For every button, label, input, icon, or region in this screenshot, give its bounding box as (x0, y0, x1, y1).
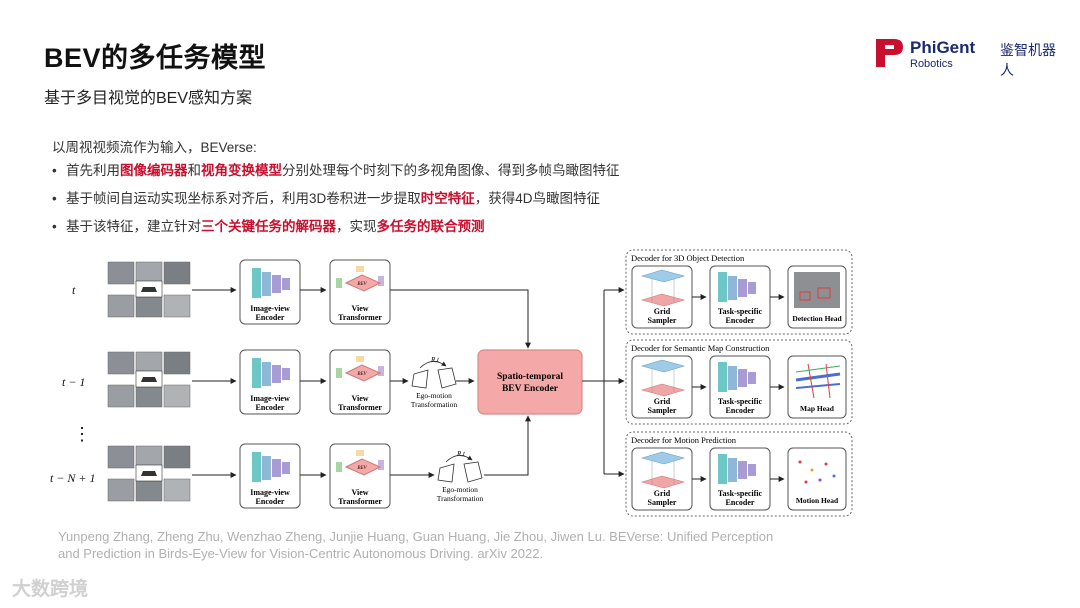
image-view-encoder-block: Image-view Encoder (239, 349, 301, 415)
bullet-highlight: 多任务的联合预测 (376, 219, 485, 234)
ego-motion-label: Transformation (437, 494, 484, 503)
citation-line: and Prediction in Birds-Eye-View for Vis… (58, 546, 544, 561)
phigent-logo: PhiGent 鉴智机器人 Robotics (872, 36, 1062, 78)
pipeline-row-t: t Image-view Encoder (72, 259, 531, 349)
view-transformer-block: BEV View Transformer (329, 259, 391, 325)
view-transformer-block: BEV View Transformer (329, 349, 391, 415)
encoder-label: Encoder (256, 497, 285, 506)
camera-images (107, 261, 191, 318)
transformer-label: Transformer (338, 313, 382, 322)
transformer-label: View (351, 304, 368, 313)
watermark: 大数跨境 (12, 579, 89, 600)
task-encoder-label: Encoder (726, 498, 755, 507)
detection-output-thumbnail (794, 272, 840, 308)
sampler-label: Grid (654, 397, 671, 406)
task-encoder-label: Task-specific (718, 307, 763, 316)
decoder-motion-prediction: Decoder for Motion Prediction Grid Sampl… (625, 431, 853, 517)
bullet-highlight: 图像编码器 (120, 163, 188, 178)
bev-label: BEV (357, 466, 367, 471)
row-ellipsis: ⋮ (73, 424, 91, 444)
bullet-text: ，实现 (336, 219, 377, 234)
pipeline-row-t-minus-n-plus-1: t − N + 1 Image-view Encoder (50, 415, 531, 509)
phigent-logo-mark-icon (876, 39, 903, 67)
page-title: BEV的多任务模型 (44, 43, 267, 73)
head-label: Map Head (800, 404, 835, 413)
decoder-title: Decoder for Semantic Map Construction (631, 343, 770, 353)
spatio-temporal-bev-encoder: Spatio-temporal BEV Encoder (477, 349, 583, 415)
citation-line: Yunpeng Zhang, Zheng Zhu, Wenzhao Zheng,… (58, 529, 774, 544)
bullet-item: 首先利用图像编码器和视角变换模型分别处理每个时刻下的多视角图像、得到多帧鸟瞰图特… (52, 162, 620, 190)
image-view-encoder-block: Image-view Encoder (239, 259, 301, 325)
decoder-semantic-map-construction: Decoder for Semantic Map Construction Gr… (625, 339, 853, 425)
bev-label: BEV (357, 372, 367, 377)
bullet-highlight: 视角变换模型 (201, 163, 282, 178)
transformer-label: View (351, 394, 368, 403)
rt-label: R,t (430, 356, 440, 364)
encoder-label: Image-view (250, 394, 290, 403)
bullet-text: ，获得4D鸟瞰图特征 (474, 191, 601, 206)
transformer-label: View (351, 488, 368, 497)
bullet-text: 基于帧间自运动实现坐标系对齐后，利用3D卷积进一步提取 (66, 191, 421, 206)
ego-motion-label: Ego-motion (442, 485, 478, 494)
view-transformer-block: BEV View Transformer (329, 443, 391, 509)
task-encoder-label: Task-specific (718, 397, 763, 406)
row-time-label: t − 1 (62, 375, 85, 389)
ego-motion-label: Ego-motion (416, 391, 452, 400)
bullet-list: 首先利用图像编码器和视角变换模型分别处理每个时刻下的多视角图像、得到多帧鸟瞰图特… (52, 162, 620, 246)
citation: Yunpeng Zhang, Zheng Zhu, Wenzhao Zheng,… (58, 528, 878, 562)
bullet-text: 基于该特征，建立针对 (66, 219, 201, 234)
decoder-title: Decoder for Motion Prediction (631, 435, 737, 445)
center-label: BEV Encoder (502, 384, 559, 394)
sampler-label: Grid (654, 307, 671, 316)
encoder-label: Image-view (250, 304, 290, 313)
logo-brand-en: PhiGent (910, 38, 976, 57)
rt-label: R,t (456, 450, 466, 458)
bullet-item: 基于该特征，建立针对三个关键任务的解码器，实现多任务的联合预测 (52, 218, 620, 246)
encoder-label: Encoder (256, 313, 285, 322)
logo-brand-cn: 鉴智机器人 (1000, 42, 1056, 78)
task-encoder-label: Encoder (726, 406, 755, 415)
bullet-text: 首先利用 (66, 163, 120, 178)
ego-motion-label: Transformation (411, 400, 458, 409)
sampler-label: Grid (654, 489, 671, 498)
bullet-highlight: 时空特征 (420, 191, 475, 206)
row-time-label: t − N + 1 (50, 471, 96, 485)
sampler-label: Sampler (648, 498, 677, 507)
bev-label: BEV (357, 282, 367, 287)
transformer-label: Transformer (338, 497, 382, 506)
camera-images (107, 351, 191, 408)
task-encoder-label: Encoder (726, 316, 755, 325)
center-label: Spatio-temporal (497, 372, 563, 382)
decoder-title: Decoder for 3D Object Detection (631, 253, 745, 263)
ego-motion-transformation: R,t Ego-motion Transformation (437, 450, 484, 503)
encoder-label: Image-view (250, 488, 290, 497)
page-subtitle: 基于多目视觉的BEV感知方案 (44, 90, 253, 107)
bullet-text: 分别处理每个时刻下的多视角图像、得到多帧鸟瞰图特征 (282, 163, 620, 178)
bullet-text: 和 (187, 163, 202, 178)
head-label: Detection Head (792, 314, 842, 323)
task-encoder-label: Task-specific (718, 489, 763, 498)
motion-output-thumbnail (794, 454, 840, 490)
bullet-item: 基于帧间自运动实现坐标系对齐后，利用3D卷积进一步提取时空特征，获得4D鸟瞰图特… (52, 190, 620, 218)
ego-motion-transformation: R,t Ego-motion Transformation (411, 356, 458, 409)
head-label: Motion Head (796, 496, 839, 505)
sampler-label: Sampler (648, 406, 677, 415)
decoder-3d-object-detection: Decoder for 3D Object Detection Grid Sam… (625, 249, 853, 335)
bullet-highlight: 三个关键任务的解码器 (201, 219, 336, 234)
encoder-label: Encoder (256, 403, 285, 412)
sampler-label: Sampler (648, 316, 677, 325)
pipeline-row-t-minus-1: t − 1 Image-view Encoder (62, 349, 475, 415)
intro-text: 以周视视频流作为输入，BEVerse: (52, 140, 257, 155)
camera-images (107, 445, 191, 502)
map-output-thumbnail (794, 362, 841, 399)
logo-brand-sub: Robotics (910, 58, 953, 70)
transformer-label: Transformer (338, 403, 382, 412)
row-time-label: t (72, 283, 76, 297)
image-view-encoder-block: Image-view Encoder (239, 443, 301, 509)
